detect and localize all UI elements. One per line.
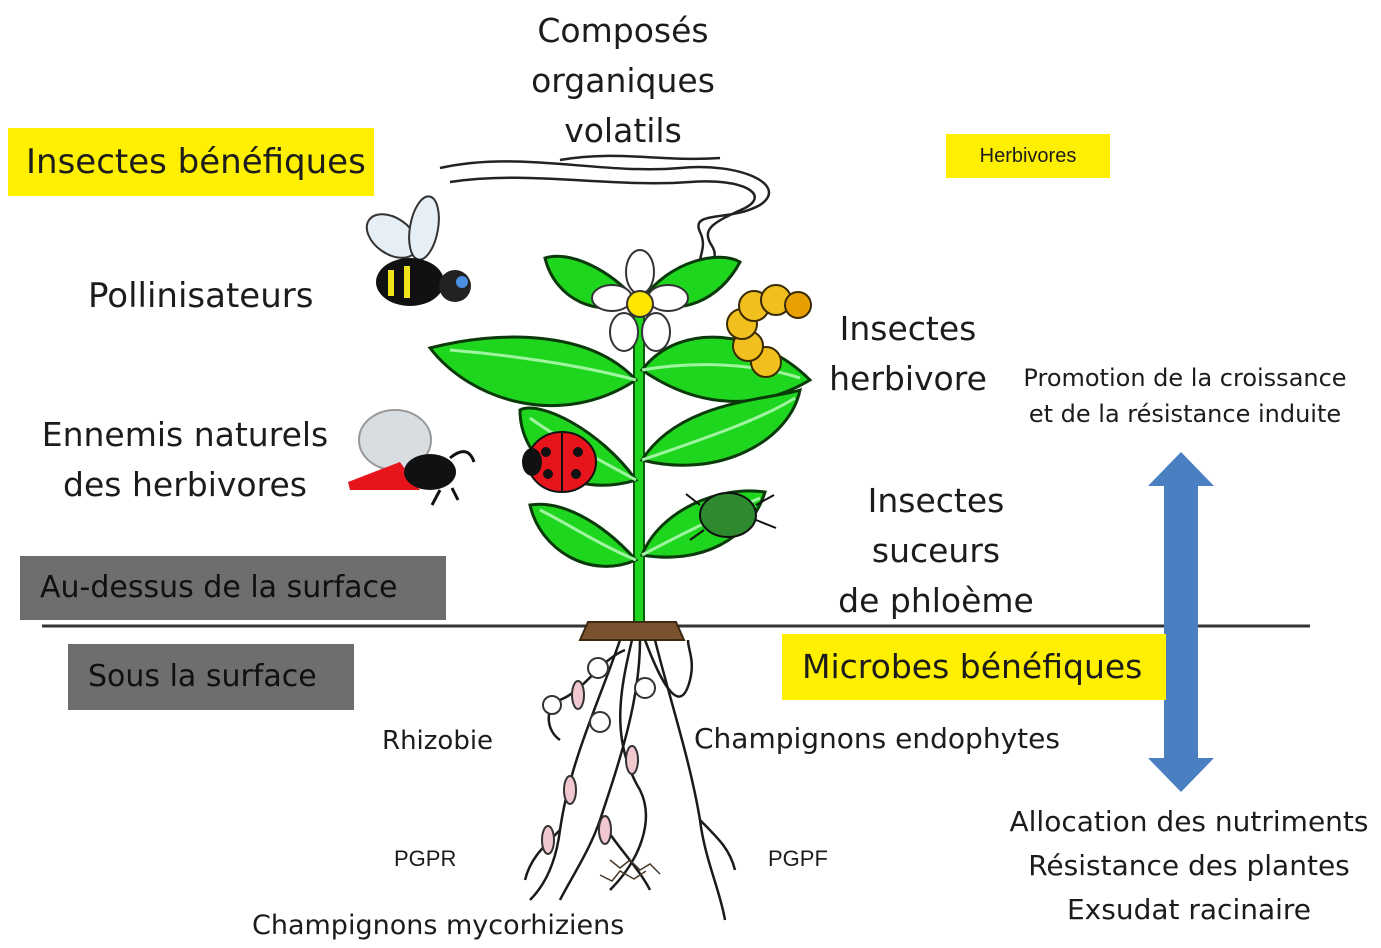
above-surface-box: Au-dessus de la surface	[20, 556, 446, 620]
mycorrhizal-fungi-label: Champignons mycorhiziens	[252, 910, 624, 941]
phloem-insects-label: Insectes suceurs de phloème	[800, 476, 1072, 626]
soil-patch	[580, 622, 684, 640]
pgpr-label: PGPR	[394, 846, 456, 872]
below-surface-box: Sous la surface	[68, 644, 354, 710]
endophytic-fungi-label: Champignons endophytes	[694, 722, 1060, 755]
pgpf-label: PGPF	[768, 846, 828, 872]
bee-icon	[359, 194, 471, 306]
double-arrow-icon	[1148, 452, 1214, 792]
beneficial-insects-badge: Insectes bénéfiques	[8, 128, 374, 196]
herbivores-badge: Herbivores	[946, 134, 1110, 178]
natural-enemies-label: Ennemis naturels des herbivores	[30, 410, 340, 510]
roots	[525, 640, 735, 920]
pollinators-label: Pollinisateurs	[88, 272, 313, 320]
rhizobia-nodules	[542, 658, 655, 854]
wasp-icon	[348, 410, 474, 505]
rhizobia-label: Rhizobie	[382, 726, 493, 756]
volatile-compounds-label: Composés organiques volatils	[500, 6, 746, 156]
bottom-effects-label: Allocation des nutriments Résistance des…	[998, 800, 1380, 932]
beneficial-microbes-badge: Microbes bénéfiques	[782, 634, 1166, 700]
growth-promotion-label: Promotion de la croissance et de la rési…	[1010, 360, 1360, 432]
herbivore-insects-label: Insectes herbivore	[820, 304, 996, 404]
